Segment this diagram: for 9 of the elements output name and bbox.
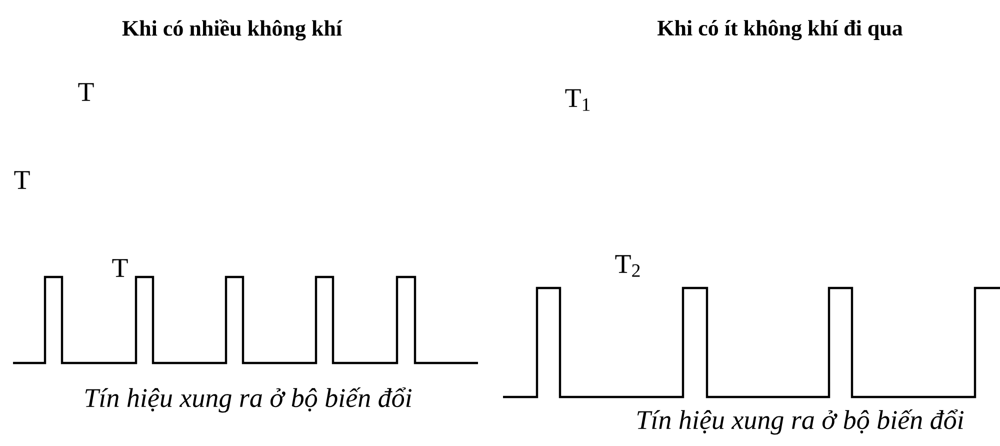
signal-caption: Tín hiệu xung ra ở bộ biến đổi [637, 409, 964, 435]
period-label: T [78, 83, 94, 101]
period-label: T [112, 259, 128, 277]
period-label: T$_{2}$ [615, 255, 640, 277]
panel-title: Khi có ít không khí đi qua [658, 20, 903, 40]
period-label: T$_{1}$ [565, 89, 590, 111]
period-label: T [14, 171, 30, 189]
panel-title: Khi có nhiều không khí [122, 20, 342, 40]
signal-caption: Tín hiệu xung ra ở bộ biến đổi [85, 387, 412, 413]
